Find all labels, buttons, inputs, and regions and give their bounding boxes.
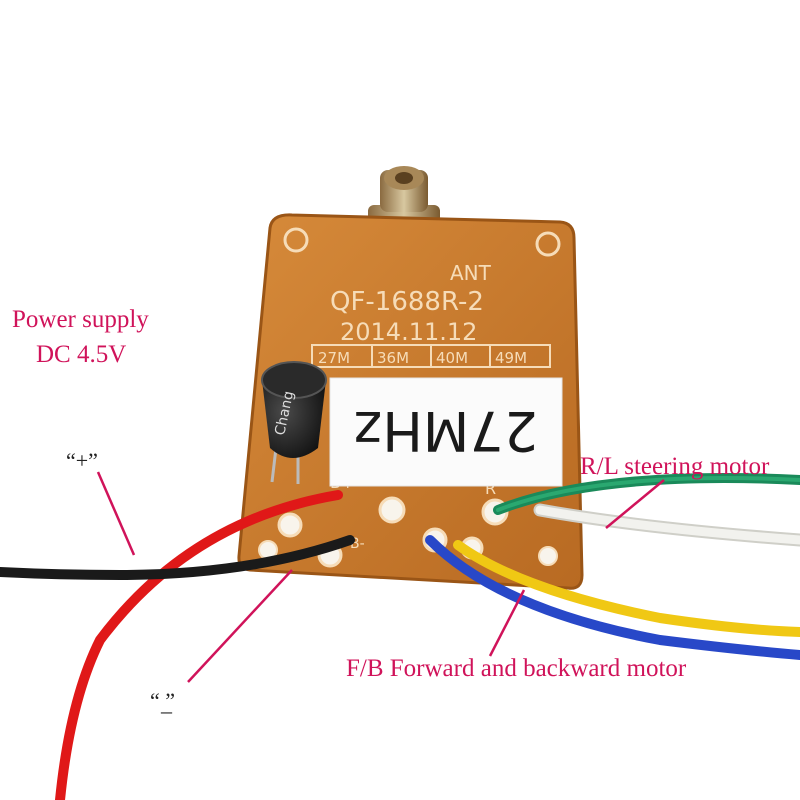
plus-terminal-label: “+” xyxy=(66,448,98,473)
minus-terminal-label: “ ” – xyxy=(150,688,176,722)
annotation-lines xyxy=(96,471,665,683)
frequency-sticker: 27MHz xyxy=(329,377,563,487)
frequency-options: 27M 36M 40M 49M xyxy=(311,344,551,368)
pcb-ant-text: ANT xyxy=(450,261,492,285)
minus-quotes: “ ” xyxy=(150,688,176,713)
wire-blue xyxy=(425,535,800,660)
steering-pointer xyxy=(605,479,665,529)
drive-pointer xyxy=(488,589,526,657)
dc-voltage-label: DC 4.5V xyxy=(36,341,127,368)
plus-pointer xyxy=(96,471,136,556)
freq-option: 27M xyxy=(318,349,350,367)
wire-yellow xyxy=(453,540,800,637)
steering-motor-label: R/L steering motor xyxy=(580,453,770,480)
pcb-model-text: QF-1688R-2 xyxy=(330,287,484,317)
wire-red xyxy=(55,490,343,800)
freq-option: 36M xyxy=(377,349,409,367)
minus-pointer xyxy=(187,569,293,683)
pad-r-label: R xyxy=(485,479,496,498)
power-supply-label: Power supply xyxy=(12,306,149,333)
drive-motor-label: F/B Forward and backward motor xyxy=(346,655,687,682)
capacitor: Chang xyxy=(261,361,327,484)
wires xyxy=(0,473,800,800)
wire-black xyxy=(0,535,355,581)
freq-option: 49M xyxy=(495,349,527,367)
freq-option: 40M xyxy=(436,349,468,367)
minus-dash: – xyxy=(161,698,172,723)
pcb-date-text: 2014.11.12 xyxy=(340,318,477,346)
sticker-text: 27MHz xyxy=(354,399,538,462)
